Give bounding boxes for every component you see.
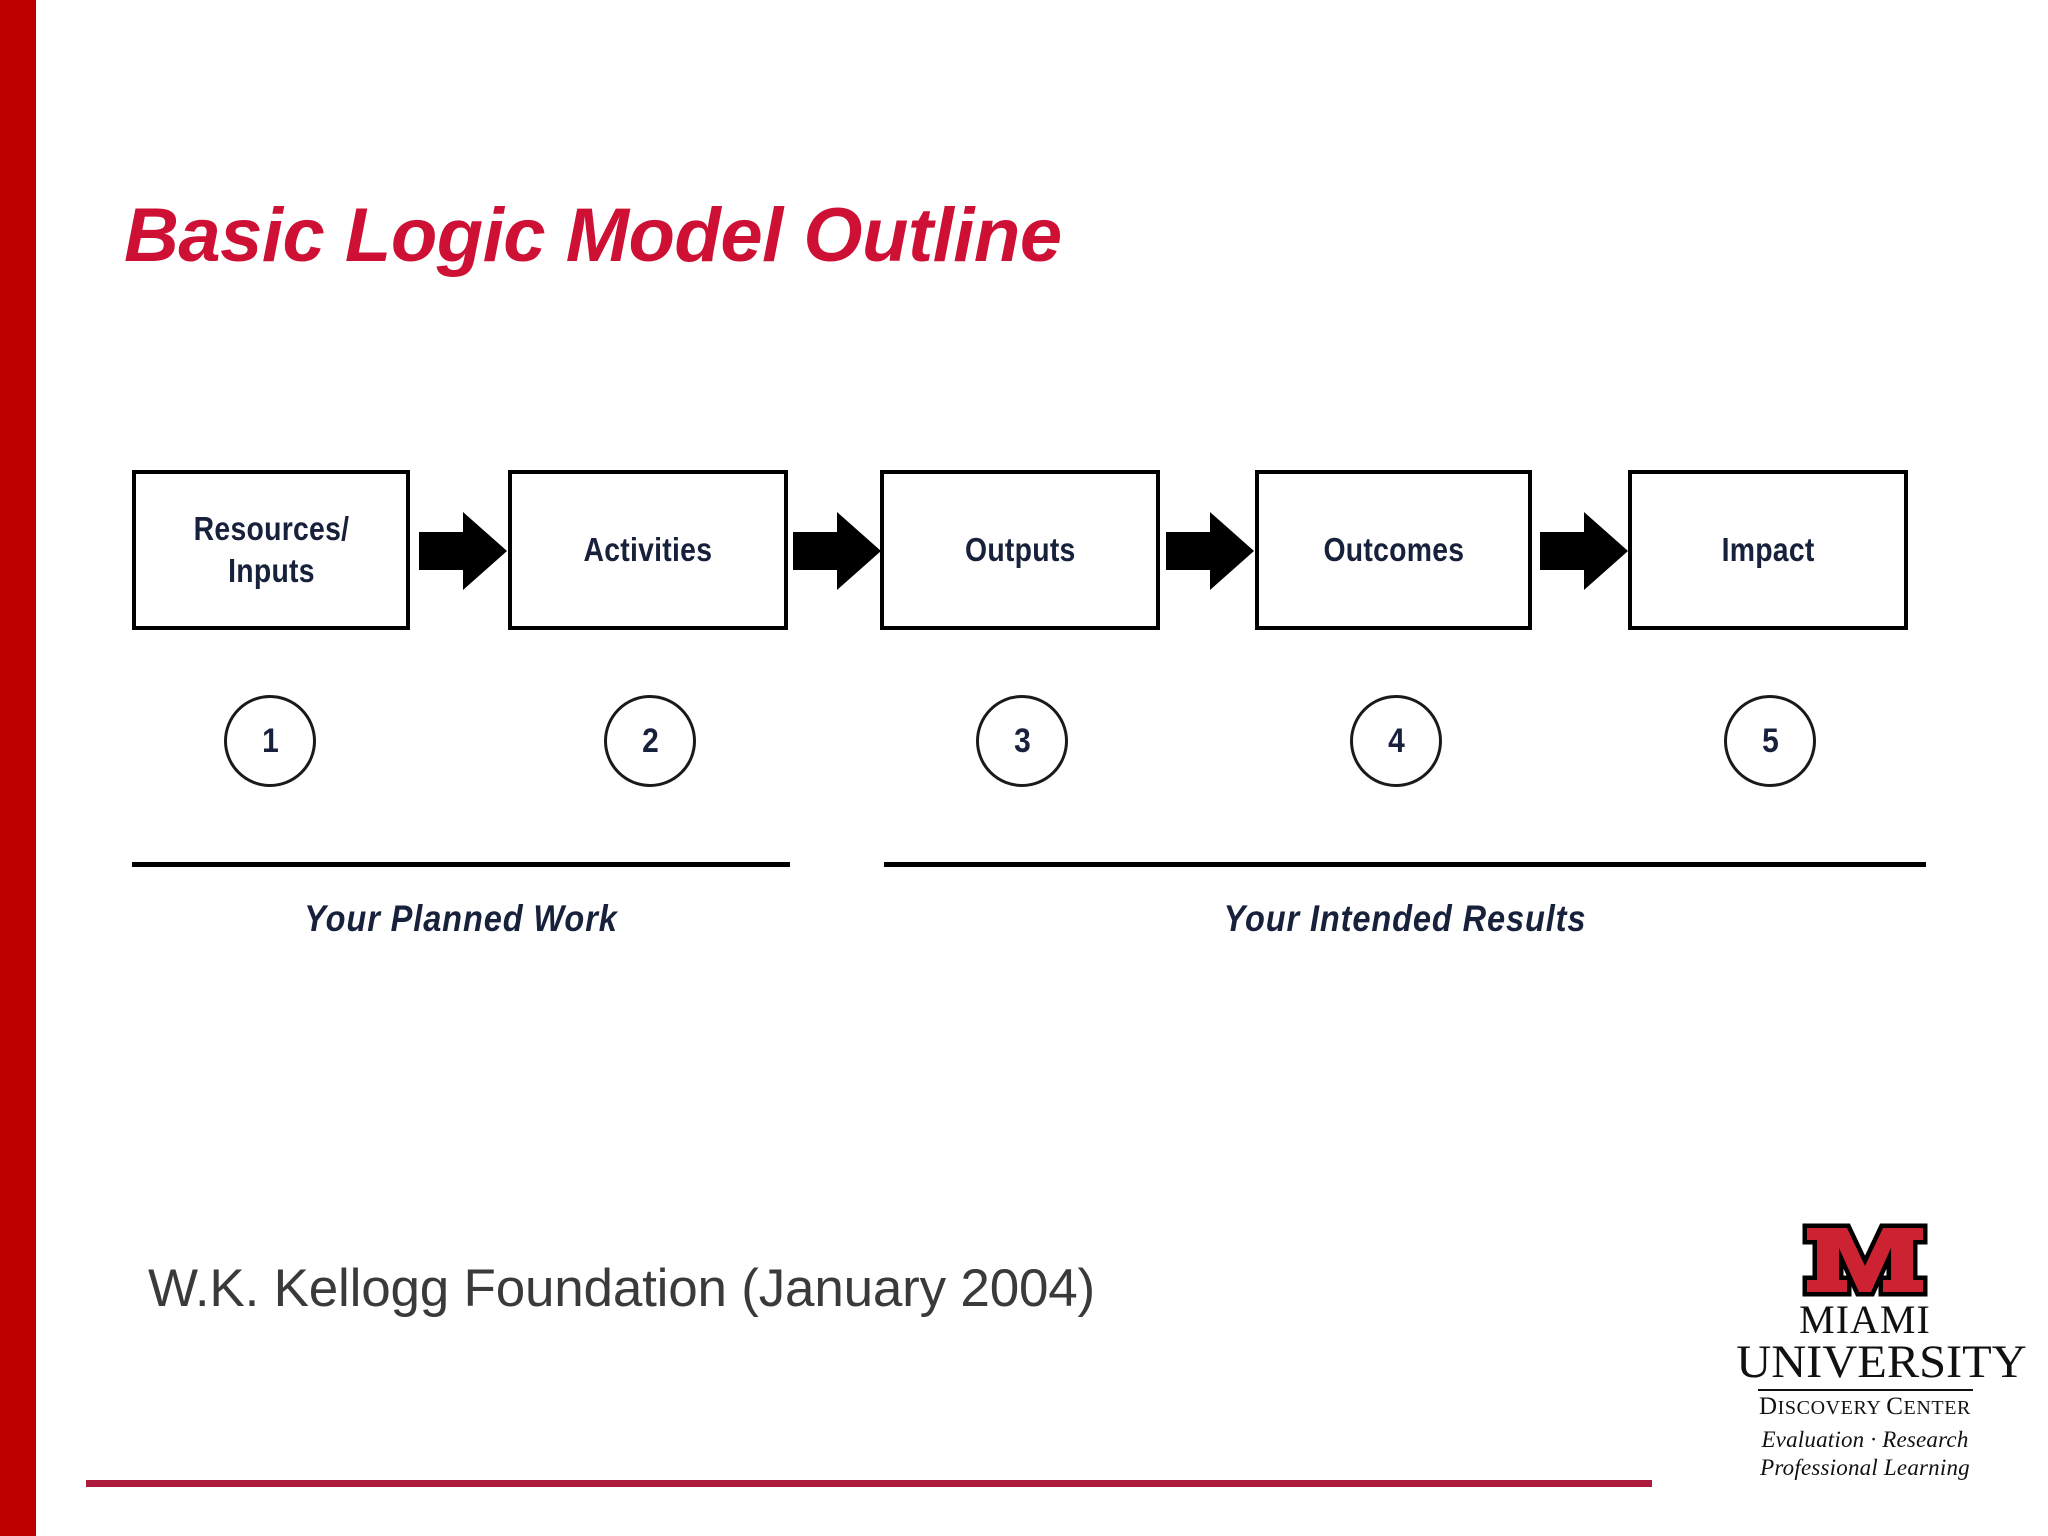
logo-subunit-cap: D [1759,1393,1778,1421]
flow-box-label: Outcomes [1323,530,1464,568]
flow-box-resources-inputs: Resources/ Inputs [132,470,410,630]
arrow-right-icon [419,512,507,590]
step-circle-3: 3 [976,695,1068,787]
logo-divider [1757,1389,1973,1392]
step-circle-4: 4 [1350,695,1442,787]
flow-box-label: Activities [583,530,713,568]
flow-box-label: Outputs [964,530,1076,568]
miami-m-icon [1740,1222,1990,1298]
step-number: 2 [641,721,659,760]
group-caption-planned-work: Your Planned Work [304,898,618,939]
step-number: 5 [1761,721,1779,760]
logo-name-line2: UNIVERSITY [1736,1336,2027,1389]
left-accent-bar [0,0,36,1536]
logo-subunit-rest: ISCOVERY [1777,1397,1887,1420]
group-caption-intended-results: Your Intended Results [1223,898,1587,939]
flow-arrow-1-to-2 [419,512,507,590]
flow-box-label: Impact [1721,530,1815,568]
logo-subunit-rest2: ENTER [1903,1397,1971,1420]
logo-subunit: DISCOVERY CENTER [1740,1393,1990,1421]
footer-rule [86,1480,1652,1487]
flow-arrow-4-to-5 [1540,512,1628,590]
group-rule-intended-results [884,862,1926,867]
step-number: 1 [261,721,279,760]
arrow-right-icon [793,512,881,590]
page-title: Basic Logic Model Outline [124,193,1062,278]
logo-name-line1: MIAMI [1799,1297,1931,1342]
flow-box-outcomes: Outcomes [1255,470,1532,630]
step-circle-5: 5 [1724,695,1816,787]
step-number: 3 [1013,721,1031,760]
source-attribution: W.K. Kellogg Foundation (January 2004) [148,1259,1095,1318]
step-circle-1: 1 [224,695,316,787]
arrow-right-icon [1166,512,1254,590]
miami-university-logo: MIAMI UNIVERSITY DISCOVERY CENTER Evalua… [1736,1222,2027,1482]
logo-subunit-cap2: C [1886,1393,1904,1421]
step-circle-2: 2 [604,695,696,787]
logo-tagline-line1: Evaluation · Research [1761,1426,1969,1452]
arrow-right-icon [1540,512,1628,590]
flow-box-label: Resources/ Inputs [193,509,349,589]
flow-box-outputs: Outputs [880,470,1160,630]
flow-arrow-3-to-4 [1166,512,1254,590]
flow-box-impact: Impact [1628,470,1908,630]
flow-arrow-2-to-3 [793,512,881,590]
logo-tagline-line2: Professional Learning [1760,1454,1970,1480]
group-rule-planned-work [132,862,790,867]
flow-box-activities: Activities [508,470,788,630]
step-number: 4 [1387,721,1405,760]
miami-m-icon [1802,1223,1928,1297]
logo-tagline: Evaluation · Research Professional Learn… [1740,1426,1990,1482]
